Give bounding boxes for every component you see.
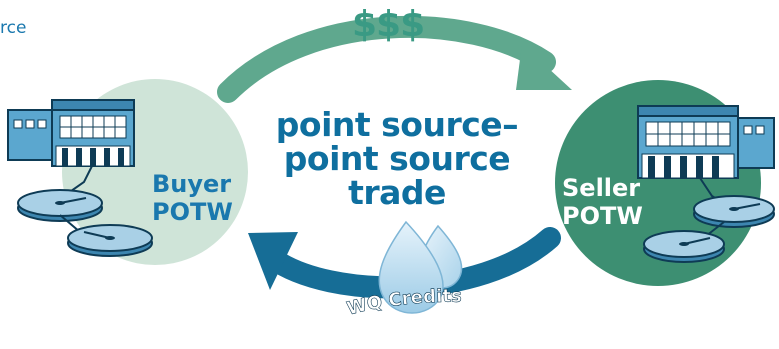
title-line-1: point source– bbox=[275, 105, 519, 144]
water-droplet-icon bbox=[378, 220, 463, 314]
money-arrow-icon bbox=[217, 15, 572, 103]
buyer-building-icon bbox=[7, 99, 135, 197]
money-label: $$$ bbox=[352, 4, 425, 45]
top-label-fragment: rce bbox=[0, 18, 27, 38]
seller-building-icon bbox=[637, 105, 775, 207]
seller-label-line-2: POTW bbox=[562, 202, 643, 230]
seller-label: Seller POTW bbox=[562, 174, 643, 230]
title-line-3: trade bbox=[348, 173, 446, 212]
seller-treatment-tank-icon bbox=[643, 195, 775, 263]
buyer-label-line-2: POTW bbox=[152, 198, 233, 226]
seller-label-line-1: Seller bbox=[562, 174, 641, 202]
diagram-title: point source– point source trade bbox=[262, 108, 532, 210]
buyer-treatment-tank-icon bbox=[17, 189, 153, 257]
title-line-2: point source bbox=[283, 139, 511, 178]
buyer-label: Buyer POTW bbox=[152, 170, 233, 226]
buyer-label-line-1: Buyer bbox=[152, 170, 232, 198]
